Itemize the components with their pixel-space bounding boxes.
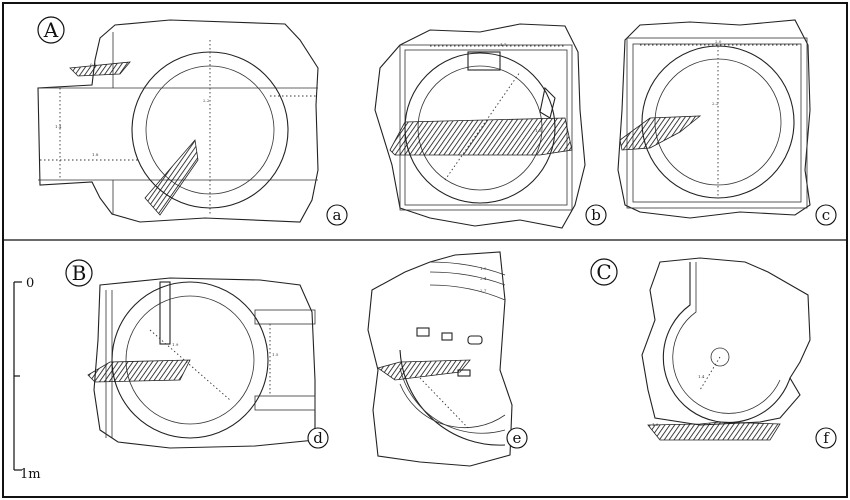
svg-text:2.4: 2.4 — [480, 276, 487, 281]
svg-text:2.7: 2.7 — [480, 288, 487, 293]
panel-label-f: f — [815, 427, 837, 449]
drawing-f: 1.4 1.6 — [641, 257, 811, 441]
svg-text:B: B — [72, 261, 87, 285]
drawing-e: 1.9 2.4 2.7 — [367, 251, 513, 467]
svg-text:f: f — [823, 429, 830, 447]
svg-text:2.0: 2.0 — [715, 39, 722, 44]
svg-text:1.9: 1.9 — [172, 342, 179, 347]
panel-label-a: a — [326, 204, 348, 226]
panel-label-b: b — [585, 204, 607, 226]
svg-text:c: c — [822, 206, 830, 224]
svg-text:1.8: 1.8 — [92, 152, 99, 157]
scale-bar — [13, 281, 22, 471]
group-marker-c: C — [590, 258, 618, 286]
svg-text:2.2: 2.2 — [712, 101, 719, 106]
svg-text:a: a — [333, 206, 342, 224]
scale-top-label: 0 — [26, 276, 34, 291]
group-marker-a: A — [37, 16, 65, 44]
svg-text:A: A — [43, 18, 59, 42]
panel-label-c: c — [815, 204, 837, 226]
svg-text:e: e — [513, 429, 522, 447]
svg-text:1.5: 1.5 — [272, 352, 279, 357]
svg-text:1.9: 1.9 — [480, 266, 487, 271]
scale-bottom-label: 1m — [20, 467, 41, 482]
group-marker-b: B — [65, 259, 93, 287]
svg-text:d: d — [313, 429, 323, 447]
svg-text:C: C — [596, 260, 611, 284]
panel-label-e: e — [506, 427, 528, 449]
svg-text:1.7: 1.7 — [500, 42, 507, 47]
drawing-d: 1.9 1.5 — [87, 277, 316, 449]
panel-label-d: d — [307, 427, 329, 449]
svg-text:1.4: 1.4 — [55, 124, 62, 129]
svg-text:1.3: 1.3 — [535, 128, 542, 133]
svg-text:1.6: 1.6 — [652, 422, 659, 427]
svg-text:0.9: 0.9 — [90, 62, 97, 67]
svg-text:2.2: 2.2 — [203, 98, 210, 103]
drawing-b: 1.7 1.3 — [374, 23, 586, 229]
svg-text:b: b — [591, 206, 601, 224]
svg-text:1.4: 1.4 — [698, 374, 705, 379]
drawing-c: 2.2 2.0 — [617, 19, 811, 219]
drawing-a: 0.9 2.2 1.4 1.8 — [37, 19, 319, 223]
